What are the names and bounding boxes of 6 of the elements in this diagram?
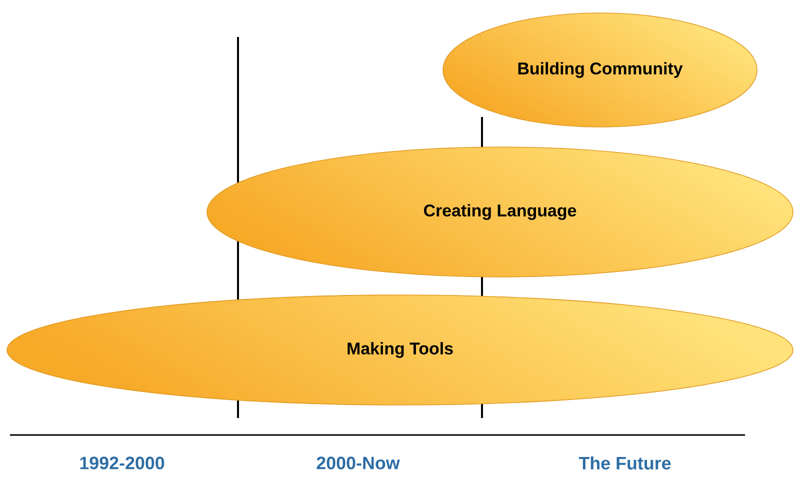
period-label: The Future	[578, 456, 671, 470]
ellipse-band: Building Community	[442, 12, 758, 128]
ellipse-band: Creating Language	[206, 146, 794, 278]
period-label: 2000-Now	[316, 456, 400, 470]
ellipse-band: Making Tools	[6, 294, 794, 406]
period-label: 1992-2000	[80, 456, 164, 470]
